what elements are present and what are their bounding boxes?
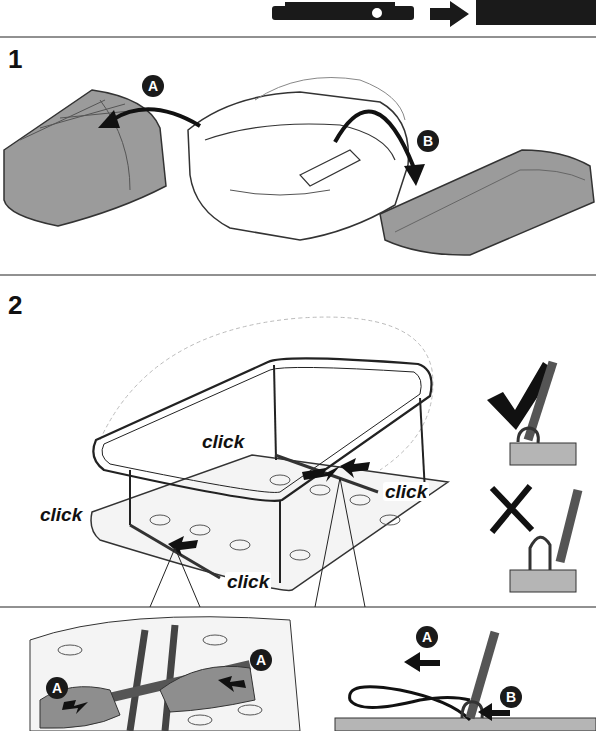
loop-detail — [335, 632, 596, 731]
callout-circle: A — [250, 649, 272, 671]
callout-letter: A — [52, 681, 62, 695]
callout-circle: A — [142, 75, 164, 97]
callout-letter: B — [423, 134, 433, 148]
strap-detail — [30, 617, 300, 731]
callout-letter: A — [422, 630, 432, 644]
sound-label: click — [38, 505, 84, 524]
step-number: 2 — [8, 292, 22, 318]
step-number: 1 — [8, 46, 22, 72]
callout-letter: B — [506, 690, 516, 704]
step1-arrows — [98, 109, 425, 186]
cross-icon — [492, 486, 578, 592]
callout-circle: A — [46, 677, 68, 699]
callout-circle: B — [417, 130, 439, 152]
callout-circle: B — [500, 686, 522, 708]
mattress — [380, 150, 594, 255]
callout-letter: A — [256, 653, 266, 667]
callout-circle: A — [416, 626, 438, 648]
sound-label: click — [383, 482, 429, 501]
header-icons — [272, 0, 596, 27]
callout-letter: A — [148, 79, 158, 93]
leader-lines — [0, 478, 596, 607]
bassinet-body — [188, 78, 408, 241]
bassinet-frame — [91, 317, 448, 590]
sound-label: click — [225, 572, 271, 591]
check-icon — [487, 362, 576, 465]
sound-label: click — [200, 432, 246, 451]
